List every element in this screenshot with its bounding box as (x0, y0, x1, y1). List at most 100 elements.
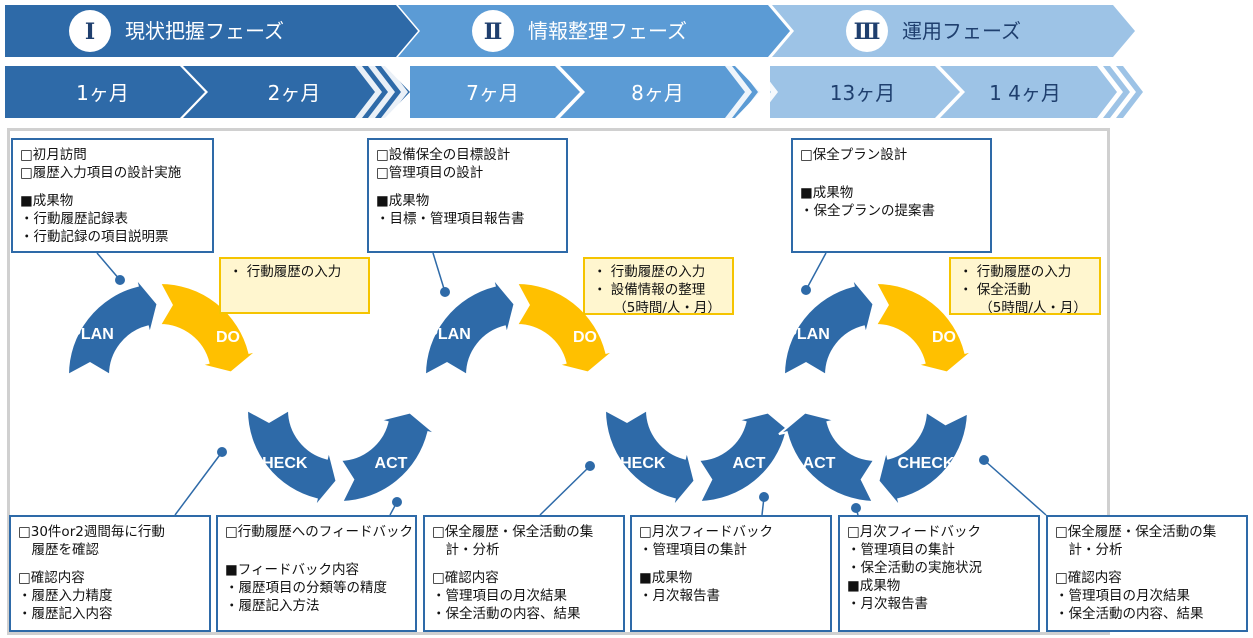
act-box-3: □月次フィードバック・管理項目の集計・保全活動の実施状況■成果物・月次報告書 (838, 515, 1040, 632)
box-line: □保全履歴・保全活動の集 (432, 524, 594, 540)
do-label-1: DO (216, 329, 240, 346)
leader-dot-3 (801, 285, 811, 295)
leader-line-1 (96, 252, 121, 281)
leader-dot-7 (759, 492, 769, 502)
box-line (639, 559, 830, 569)
month-chevron (751, 66, 778, 118)
leader-line-2 (432, 252, 446, 293)
act-label-1: ACT (375, 455, 408, 472)
plan-arrow-1 (66, 277, 159, 377)
box-line: ・ 設備情報の整理 (593, 282, 706, 298)
plan-arrow-3 (782, 277, 875, 377)
do-note-1: ・ 行動履歴の入力 (219, 257, 370, 314)
do-label-2: DO (573, 329, 597, 346)
leader-line-6 (539, 465, 591, 516)
month-chevron (1103, 66, 1130, 118)
check-box-1: □30件or2週間毎に行動 履歴を確認□確認内容・履歴入力精度・履歴記入内容 (9, 515, 211, 632)
box-line (432, 559, 623, 569)
box-line: □初月訪問 (20, 147, 87, 163)
leader-dot-4 (217, 447, 227, 457)
leader-line-9 (983, 459, 1047, 516)
month-chevron (738, 66, 765, 118)
box-line: ・保全プランの提案書 (800, 203, 935, 219)
do-arrow-3 (874, 281, 974, 374)
month-chevron (725, 66, 752, 118)
box-line: ・管理項目の集計 (847, 542, 955, 558)
plan-label-1: PLAN (70, 326, 114, 343)
do-arrow-1 (158, 281, 258, 374)
act-arrow-1 (338, 411, 437, 504)
month-chevron (368, 66, 395, 118)
do-arrow-2 (515, 281, 615, 374)
act-arrow-3 (778, 411, 877, 504)
plan-box-2: □設備保全の目標設計□管理項目の設計■成果物・目標・管理項目報告書 (367, 138, 568, 253)
box-line (225, 551, 415, 561)
box-line: □月次フィードバック (639, 524, 773, 540)
box-line: 履歴を確認 (18, 542, 99, 558)
box-line: ■成果物 (376, 193, 430, 209)
box-line (225, 541, 415, 551)
leader-dot-8 (851, 503, 861, 513)
act-box-2: □月次フィードバック・管理項目の集計■成果物・月次報告書 (630, 515, 832, 632)
leader-dot-9 (979, 455, 989, 465)
phase-label-2: 情報整理フェーズ (528, 19, 687, 43)
box-line: □保全プラン設計 (800, 147, 908, 163)
box-line: ・管理項目の月次結果 (432, 588, 567, 604)
check-arrow-1 (245, 408, 338, 508)
month-arrow-2 (183, 66, 410, 118)
month-chevron (1090, 66, 1117, 118)
box-line: ・ 行動履歴の入力 (959, 264, 1072, 280)
box-line: □確認内容 (1055, 570, 1122, 586)
phase-numeral-2: Ⅱ (484, 19, 503, 45)
plan-label-2: PLAN (427, 326, 471, 343)
box-line: □確認内容 (18, 570, 85, 586)
leader-dot-2 (440, 287, 450, 297)
plan-box-3: □保全プラン設計■成果物・保全プランの提案書 (791, 138, 992, 253)
box-line: ・保全活動の内容、結果 (432, 606, 581, 622)
check-label-3: CHECK (898, 455, 955, 472)
leader-line-3 (805, 252, 827, 291)
box-line: □履歴入力項目の設計実施 (20, 165, 182, 181)
month-label-6: 1 4ヶ月 (989, 81, 1061, 105)
box-line (800, 174, 990, 184)
box-line: □30件or2週間毎に行動 (18, 524, 165, 540)
check-label-2: CHECK (609, 455, 666, 472)
box-line: ・履歴項目の分類等の精度 (225, 580, 387, 596)
plan-box-1: □初月訪問□履歴入力項目の設計実施■成果物・行動履歴記録表・行動記録の項目説明票 (11, 138, 214, 253)
phase-number-circle-1 (69, 10, 111, 52)
month-label-2: 2ヶ月 (268, 81, 321, 105)
phase-numeral-1: Ⅰ (85, 19, 95, 45)
phase-number-circle-3 (846, 10, 888, 52)
leader-line-4 (174, 451, 223, 516)
box-line: ・行動履歴記録表 (20, 211, 128, 227)
box-line: ・履歴入力精度 (18, 588, 113, 604)
box-line: ・ 行動履歴の入力 (593, 264, 706, 280)
box-line: □設備保全の目標設計 (376, 147, 511, 163)
plan-label-3: PLAN (786, 326, 830, 343)
box-line: ・ 保全活動 (959, 282, 1031, 298)
box-line (800, 164, 990, 174)
month-arrow-1 (5, 66, 205, 118)
box-line: □月次フィードバック (847, 524, 981, 540)
month-label-1: 1ヶ月 (76, 81, 129, 105)
plan-arrow-2 (423, 277, 516, 377)
box-line: （5時間/人・月） (593, 300, 721, 315)
box-line: □保全履歴・保全活動の集 (1055, 524, 1217, 540)
box-line: ・管理項目の月次結果 (1055, 588, 1190, 604)
do-note-2: ・ 行動履歴の入力・ 設備情報の整理 （5時間/人・月） (583, 257, 734, 315)
phase-numeral-3: Ⅲ (854, 19, 881, 45)
month-arrow-5 (770, 66, 960, 118)
box-line: ■成果物 (847, 578, 901, 594)
act-label-2: ACT (733, 455, 766, 472)
box-line: ・月次報告書 (639, 588, 720, 604)
diagram-frame (7, 128, 1110, 635)
month-label-5: 13ヶ月 (830, 81, 895, 105)
phase-number-circle-2 (472, 10, 514, 52)
box-line: ・保全活動の実施状況 (847, 560, 982, 576)
do-label-3: DO (932, 329, 956, 346)
box-line (1055, 559, 1246, 569)
check-arrow-3 (877, 409, 970, 508)
check-box-3: □保全履歴・保全活動の集 計・分析□確認内容・管理項目の月次結果・保全活動の内容… (1046, 515, 1248, 632)
check-box-2: □保全履歴・保全活動の集 計・分析□確認内容・管理項目の月次結果・保全活動の内容… (423, 515, 625, 632)
